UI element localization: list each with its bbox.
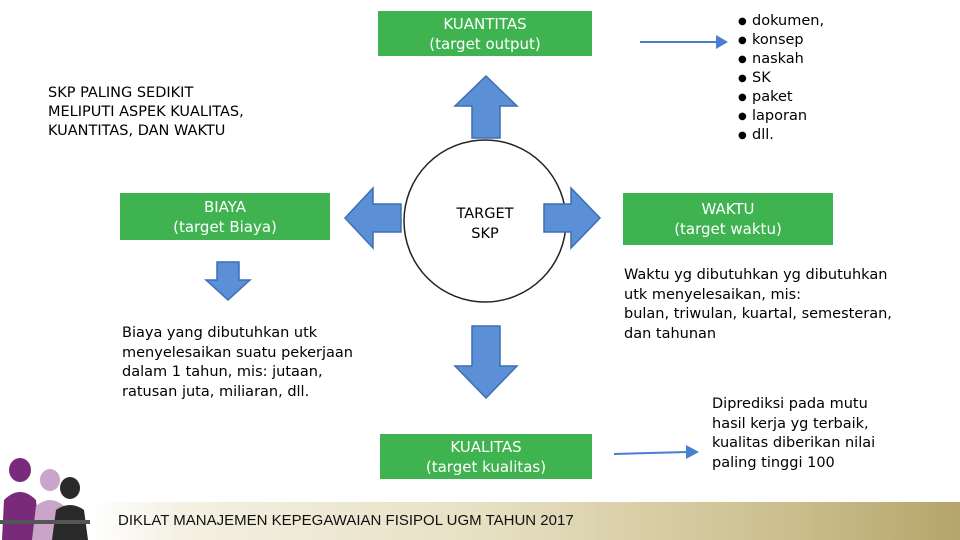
biaya-box: BIAYA (target Biaya) — [120, 193, 330, 240]
kualitas-subtitle: (target kualitas) — [425, 457, 547, 476]
biaya-subtitle: (target Biaya) — [173, 217, 277, 236]
arrow-right-waktu — [543, 186, 602, 250]
footer-text: DIKLAT MANAJEMEN KEPEGAWAIAN FISIPOL UGM… — [118, 512, 574, 529]
arrow-left-biaya — [343, 186, 402, 250]
target-skp-line1: TARGET — [456, 206, 514, 222]
output-list-item: paket — [738, 88, 824, 107]
people-silhouette-icon — [0, 458, 92, 540]
footer-bar — [90, 502, 960, 540]
waktu-title: WAKTU — [701, 200, 755, 218]
kualitas-box: KUALITAS (target kualitas) — [380, 434, 592, 479]
output-list-item: konsep — [738, 31, 824, 50]
kuantitas-subtitle: (target output) — [429, 34, 541, 53]
output-list-item: dll. — [738, 126, 824, 145]
pointer-head-kualitas — [686, 445, 699, 459]
biaya-description: Biaya yang dibutuhkan utk menyelesaikan … — [122, 325, 353, 400]
biaya-title: BIAYA — [203, 197, 247, 216]
output-list-item: naskah — [738, 50, 824, 69]
kualitas-description: Diprediksi pada mutu hasil kerja yg terb… — [712, 396, 876, 471]
kuantitas-title: KUANTITAS — [443, 14, 527, 33]
waktu-subtitle: (target waktu) — [674, 220, 782, 238]
output-list-item: laporan — [738, 107, 824, 126]
waktu-box: WAKTU (target waktu) — [623, 193, 833, 245]
kuantitas-box: KUANTITAS (target output) — [378, 11, 592, 56]
output-list-item: SK — [738, 69, 824, 88]
arrow-down-kualitas — [453, 325, 519, 400]
target-skp-line2: SKP — [471, 226, 499, 242]
output-list: dokumen, konsep naskah SK paket laporan … — [738, 12, 824, 145]
waktu-description: Waktu yg dibutuhkan yg dibutuhkan utk me… — [624, 267, 892, 342]
output-list-item: dokumen, — [738, 12, 824, 31]
pointer-line-kualitas — [613, 451, 689, 455]
diagram-heading: SKP PALING SEDIKIT MELIPUTI ASPEK KUALIT… — [48, 85, 244, 139]
target-skp-label: TARGET SKP — [425, 204, 545, 244]
pointer-head-output — [716, 35, 728, 49]
kualitas-title: KUALITAS — [450, 437, 522, 456]
arrow-up-kuantitas — [453, 74, 519, 139]
arrow-down-biaya — [204, 261, 252, 302]
